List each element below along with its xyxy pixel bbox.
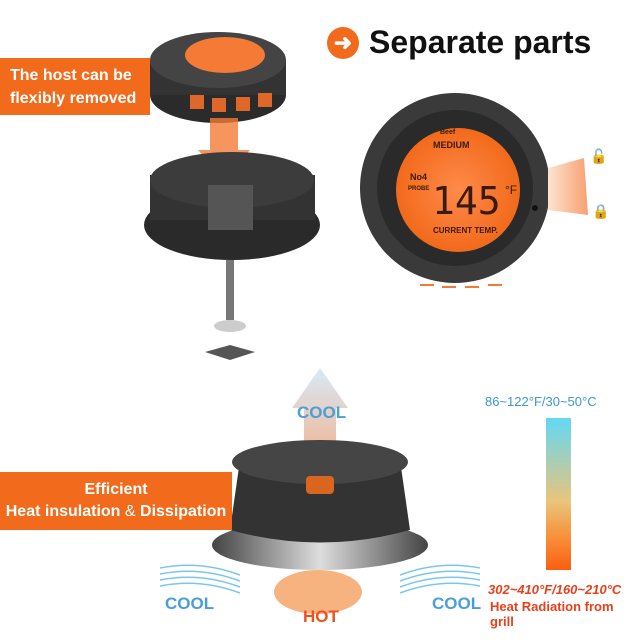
title-text: Separate parts	[369, 24, 592, 60]
cool-label-left: COOL	[165, 594, 215, 613]
insulation-banner: Efficient Heat insulation & Dissipation	[0, 472, 232, 530]
banner-line-2a: Heat insulation	[5, 503, 121, 520]
temperature-value: 145	[432, 179, 501, 223]
banner-line-2b: Dissipation	[140, 503, 227, 520]
cool-air-waves	[159, 564, 481, 594]
device-cross-section	[212, 440, 428, 614]
banner-amp: &	[124, 503, 136, 520]
heat-radiation-caption: Heat Radiation from grill	[490, 599, 614, 629]
doneness-label: MEDIUM	[433, 140, 470, 150]
cool-label-top: COOL	[297, 403, 347, 422]
lock-slide-indicator	[548, 158, 588, 215]
current-temp-caption: CURRENT TEMP.	[433, 226, 498, 235]
section-title: ➜ Separate parts	[327, 24, 591, 61]
thermometer-display	[360, 93, 550, 288]
banner-line-1: The host can be	[10, 67, 132, 84]
hot-range-label: 302~410°F/160~210°C	[488, 582, 622, 597]
probe-label: PROBE	[408, 186, 430, 192]
lock-icon: 🔒	[592, 203, 610, 219]
arrow-right-icon: ➜	[327, 26, 359, 59]
unlock-icon: 🔓	[590, 148, 608, 164]
cool-range-label: 86~122°F/30~50°C	[485, 394, 597, 409]
cool-label-right: COOL	[432, 594, 482, 613]
temperature-unit: °F	[505, 183, 518, 197]
banner-line-2: flexibly removed	[10, 90, 137, 107]
removable-banner: The host can be flexibly removed	[0, 58, 150, 115]
base-unit	[144, 152, 320, 360]
host-unit	[150, 32, 286, 123]
probe-number: No4	[410, 172, 428, 182]
meat-label: Beef	[440, 129, 456, 136]
hot-label: HOT	[303, 607, 339, 626]
banner-line-1: Efficient	[84, 481, 148, 498]
temperature-gradient-bar	[546, 418, 571, 570]
